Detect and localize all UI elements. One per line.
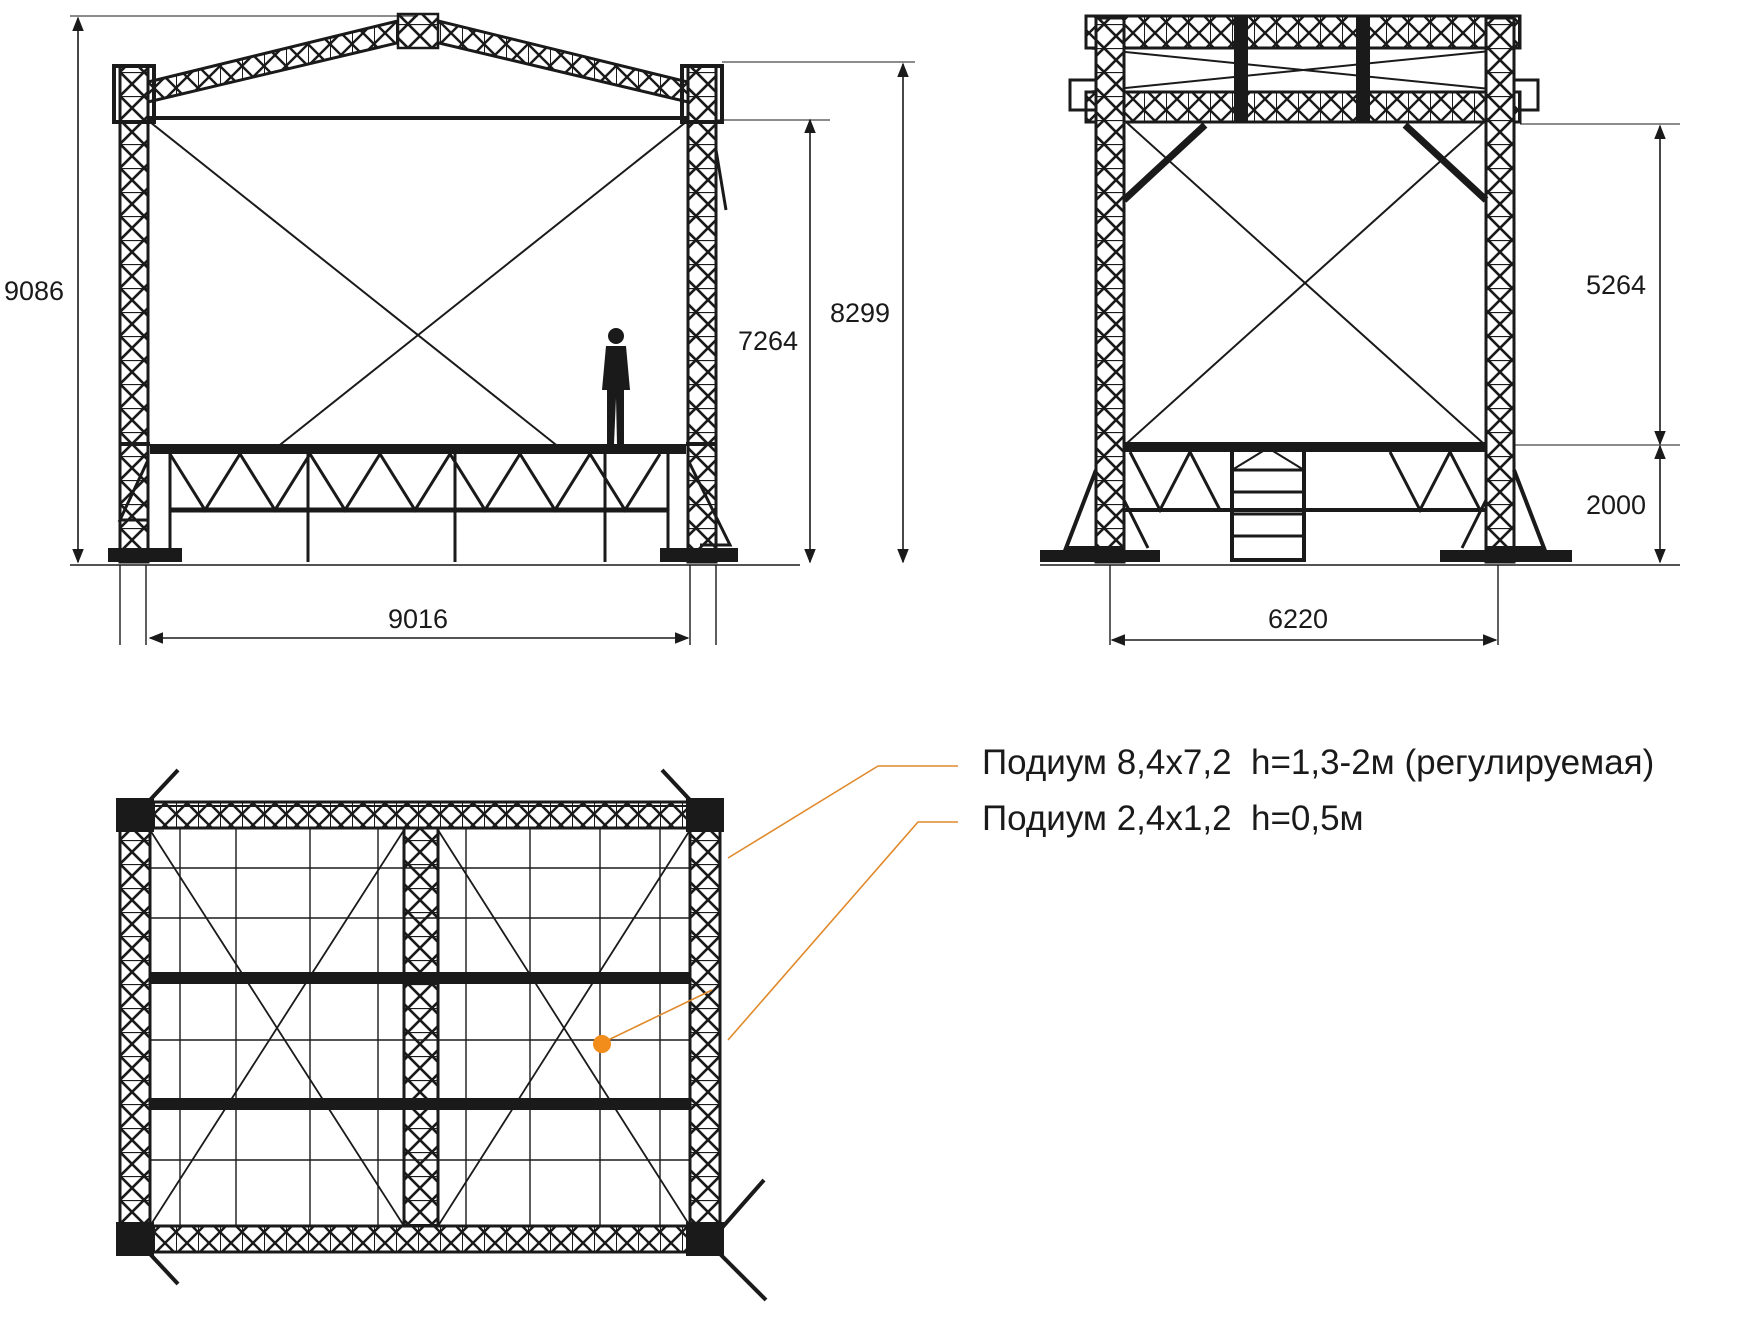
side-right-tower [1484,16,1516,564]
dim-side-width: 6220 [1268,604,1328,634]
stairs [1230,446,1306,562]
roof-bottom-truss [1084,90,1522,124]
callout-marker [593,1035,611,1053]
front-elevation-view: 9086 7264 8299 9016 [4,12,915,645]
side-left-tower [1094,16,1126,564]
dim-platform-height: 2000 [1586,490,1646,520]
side-elevation-view: 5264 2000 6220 [1040,14,1680,646]
plan-center-truss [402,826,440,1228]
callout-leader-3 [603,989,713,1043]
roof-truss [146,12,690,120]
plan-left-truss [118,800,152,1254]
plan-view [116,768,768,1302]
roof-top-truss [1084,14,1522,50]
dim-front-width: 9016 [388,604,448,634]
plan-right-truss [688,800,722,1254]
dim-tower-height: 8299 [830,298,890,328]
callout-text-1: Подиум 8,4х7,2 h=1,3-2м (регулируемая) [982,743,1654,782]
callout-leader-1 [727,765,958,859]
dim-inner-height: 7264 [738,326,798,356]
callout-text-2: Подиум 2,4х1,2 h=0,5м [982,799,1364,838]
person-silhouette [602,328,630,444]
dim-total-height: 9086 [4,276,64,306]
callouts: Подиум 8,4х7,2 h=1,3-2м (регулируемая) П… [593,743,1654,1053]
dim-upper-height: 5264 [1586,270,1646,300]
callout-leader-2 [727,821,958,1041]
stage-deck [120,442,716,562]
left-tower [118,64,150,564]
plan-bottom-truss [118,1224,722,1254]
